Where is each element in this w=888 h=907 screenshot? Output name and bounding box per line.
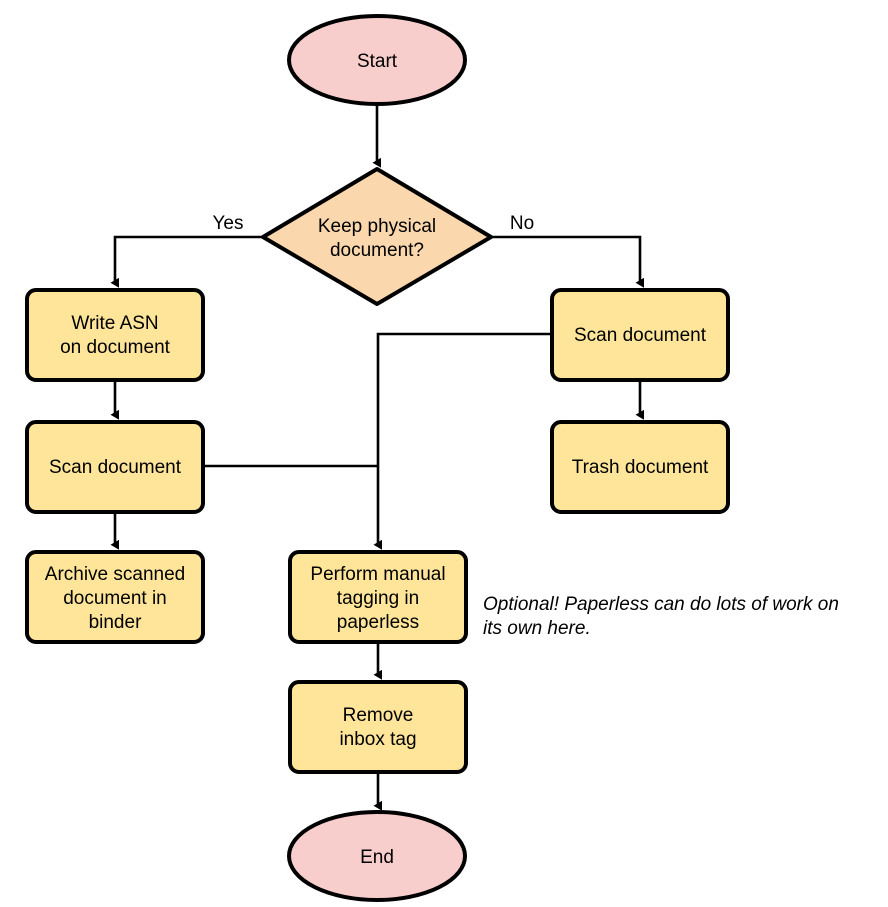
annotation-optional-note: Optional! Paperless can do lots of work …	[483, 594, 839, 639]
node-scan-document-left[interactable]: Scan document	[25, 420, 205, 514]
start-ellipse	[287, 14, 467, 106]
tagging-label-line3: paperless	[337, 612, 419, 633]
scan-document-left-label: Scan document	[49, 457, 182, 478]
scan-document-right-box	[550, 288, 730, 382]
archive-label-line3: binder	[89, 612, 142, 633]
node-archive-scanned-document[interactable]: Archive scanned document in binder	[25, 550, 205, 644]
scan-document-left-box	[25, 420, 205, 514]
edge-scan-right-to-tagging	[373, 332, 552, 550]
node-end[interactable]: End	[287, 810, 467, 902]
tagging-label-line1: Perform manual	[310, 564, 445, 585]
archive-label-line1: Archive scanned	[45, 564, 185, 585]
node-start[interactable]: Start	[287, 14, 467, 106]
node-decision-keep-physical-document[interactable]: Keep physical document?	[261, 167, 493, 306]
write-asn-label-line1: Write ASN	[71, 313, 158, 334]
annotation-line1: Optional! Paperless can do lots of work …	[483, 594, 839, 615]
node-trash-document[interactable]: Trash document	[550, 420, 730, 514]
remove-inbox-label-line2: inbox tag	[339, 729, 416, 750]
archive-label-line2: document in	[63, 588, 167, 609]
edge-decision-no-to-scan-right	[492, 235, 644, 288]
edge-label-yes: Yes	[213, 213, 244, 234]
archive-box	[25, 550, 205, 644]
trash-document-box	[550, 420, 730, 514]
node-scan-document-right[interactable]: Scan document	[550, 288, 730, 382]
decision-diamond	[261, 167, 493, 306]
node-write-asn-on-document[interactable]: Write ASN on document	[25, 288, 205, 382]
decision-label-line1: Keep physical	[318, 216, 436, 237]
trash-document-label: Trash document	[572, 457, 709, 478]
write-asn-label-line2: on document	[60, 337, 171, 358]
tagging-box	[288, 550, 468, 644]
start-label: Start	[357, 51, 398, 72]
remove-inbox-label-line1: Remove	[343, 705, 414, 726]
decision-label-line2: document?	[330, 240, 424, 261]
end-ellipse	[287, 810, 467, 902]
scan-document-right-label: Scan document	[574, 325, 707, 346]
edge-decision-yes-to-write-asn	[110, 235, 262, 288]
edge-label-no: No	[510, 213, 534, 234]
write-asn-box	[25, 288, 205, 382]
node-remove-inbox-tag[interactable]: Remove inbox tag	[288, 680, 468, 774]
tagging-label-line2: tagging in	[337, 588, 419, 609]
remove-inbox-tag-box	[288, 680, 468, 774]
annotation-line2: its own here.	[483, 618, 591, 639]
node-perform-manual-tagging[interactable]: Perform manual tagging in paperless	[288, 550, 468, 644]
end-label: End	[360, 847, 394, 868]
